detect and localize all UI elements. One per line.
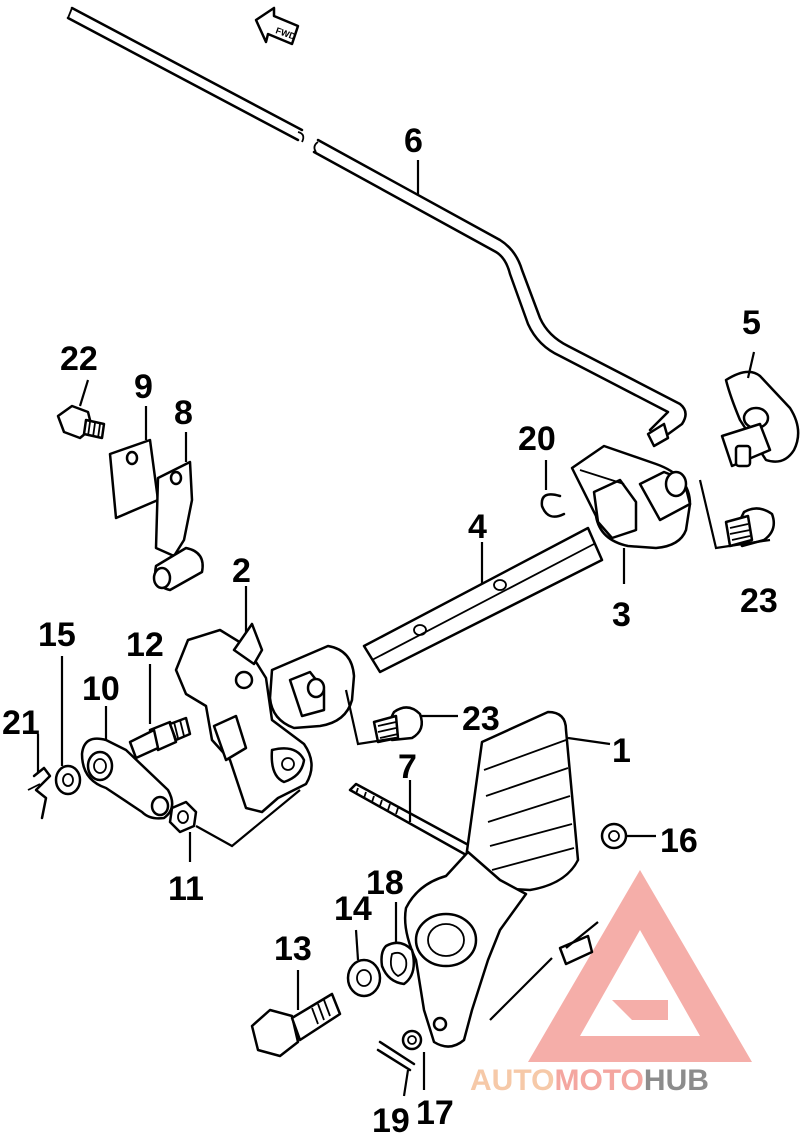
watermark-text-hub: HUB	[644, 1064, 709, 1097]
label-part-12: 12	[126, 626, 164, 664]
part-15-washer	[54, 764, 82, 796]
watermark-text-moto: MOTO	[554, 1064, 643, 1097]
part-5-clevis	[720, 370, 800, 468]
part-23-bolt-right	[724, 507, 775, 548]
part-number-labels: 1 2 3 4 5 6 7 8 9 10 11 12 13 14 15 16 1…	[2, 122, 778, 1136]
label-part-9: 9	[134, 368, 153, 406]
label-part-10: 10	[82, 670, 120, 708]
part-16-washer	[600, 822, 628, 850]
label-part-1: 1	[612, 732, 631, 770]
part-13-bolt	[250, 992, 342, 1058]
watermark-triangle-icon	[528, 870, 752, 1062]
part-4-shaft	[362, 526, 604, 674]
watermark-text: AUTOMOTOHUB	[470, 1064, 709, 1097]
part-1-brake-pedal	[403, 710, 594, 1048]
label-part-4: 4	[468, 508, 487, 546]
part-21-clip	[27, 766, 52, 820]
label-part-6: 6	[404, 122, 423, 160]
leader-lines	[36, 160, 771, 1097]
part-7-threaded-rod	[348, 782, 476, 858]
watermark-logo	[528, 870, 752, 1062]
label-part-23-right: 23	[740, 582, 778, 620]
label-part-19: 19	[372, 1102, 410, 1136]
label-part-18: 18	[366, 864, 404, 902]
label-part-20: 20	[518, 420, 556, 458]
part-6-brake-rod	[66, 6, 687, 448]
label-part-14: 14	[334, 890, 372, 928]
label-part-22: 22	[60, 340, 98, 378]
label-part-3: 3	[612, 596, 631, 634]
part-19-cotter-pin	[376, 1040, 416, 1072]
label-part-2: 2	[232, 552, 251, 590]
label-part-8: 8	[174, 394, 193, 432]
part-8-bracket	[152, 460, 204, 592]
part-2-pivot-bracket	[174, 622, 356, 814]
label-part-7: 7	[398, 748, 417, 786]
watermark-text-auto: AUTO	[470, 1064, 554, 1097]
label-part-21: 21	[2, 704, 40, 742]
part-3-lever	[570, 444, 692, 550]
part-12-stud	[128, 716, 192, 760]
label-part-15: 15	[38, 616, 76, 654]
label-part-5: 5	[742, 304, 761, 342]
watermark-g-icon	[612, 1000, 668, 1020]
label-part-11: 11	[168, 870, 204, 908]
label-part-17: 17	[416, 1094, 454, 1132]
label-part-13: 13	[274, 930, 312, 968]
part-18-seal	[380, 941, 415, 986]
part-11-nut	[168, 800, 198, 834]
part-10-link-arm	[80, 737, 174, 820]
label-part-16: 16	[660, 822, 698, 860]
part-22-bolt	[56, 404, 106, 440]
part-14-washer	[346, 958, 382, 998]
part-9-plate	[108, 438, 160, 520]
front-arrow-icon: FWD	[254, 6, 300, 46]
part-17-washer	[401, 1029, 423, 1051]
label-part-23-middle: 23	[462, 700, 500, 738]
part-23-bolt-middle	[372, 706, 423, 744]
svg-text:AUTOMOTOHUB: AUTOMOTOHUB	[470, 1064, 709, 1097]
part-20-circlip	[540, 493, 566, 518]
